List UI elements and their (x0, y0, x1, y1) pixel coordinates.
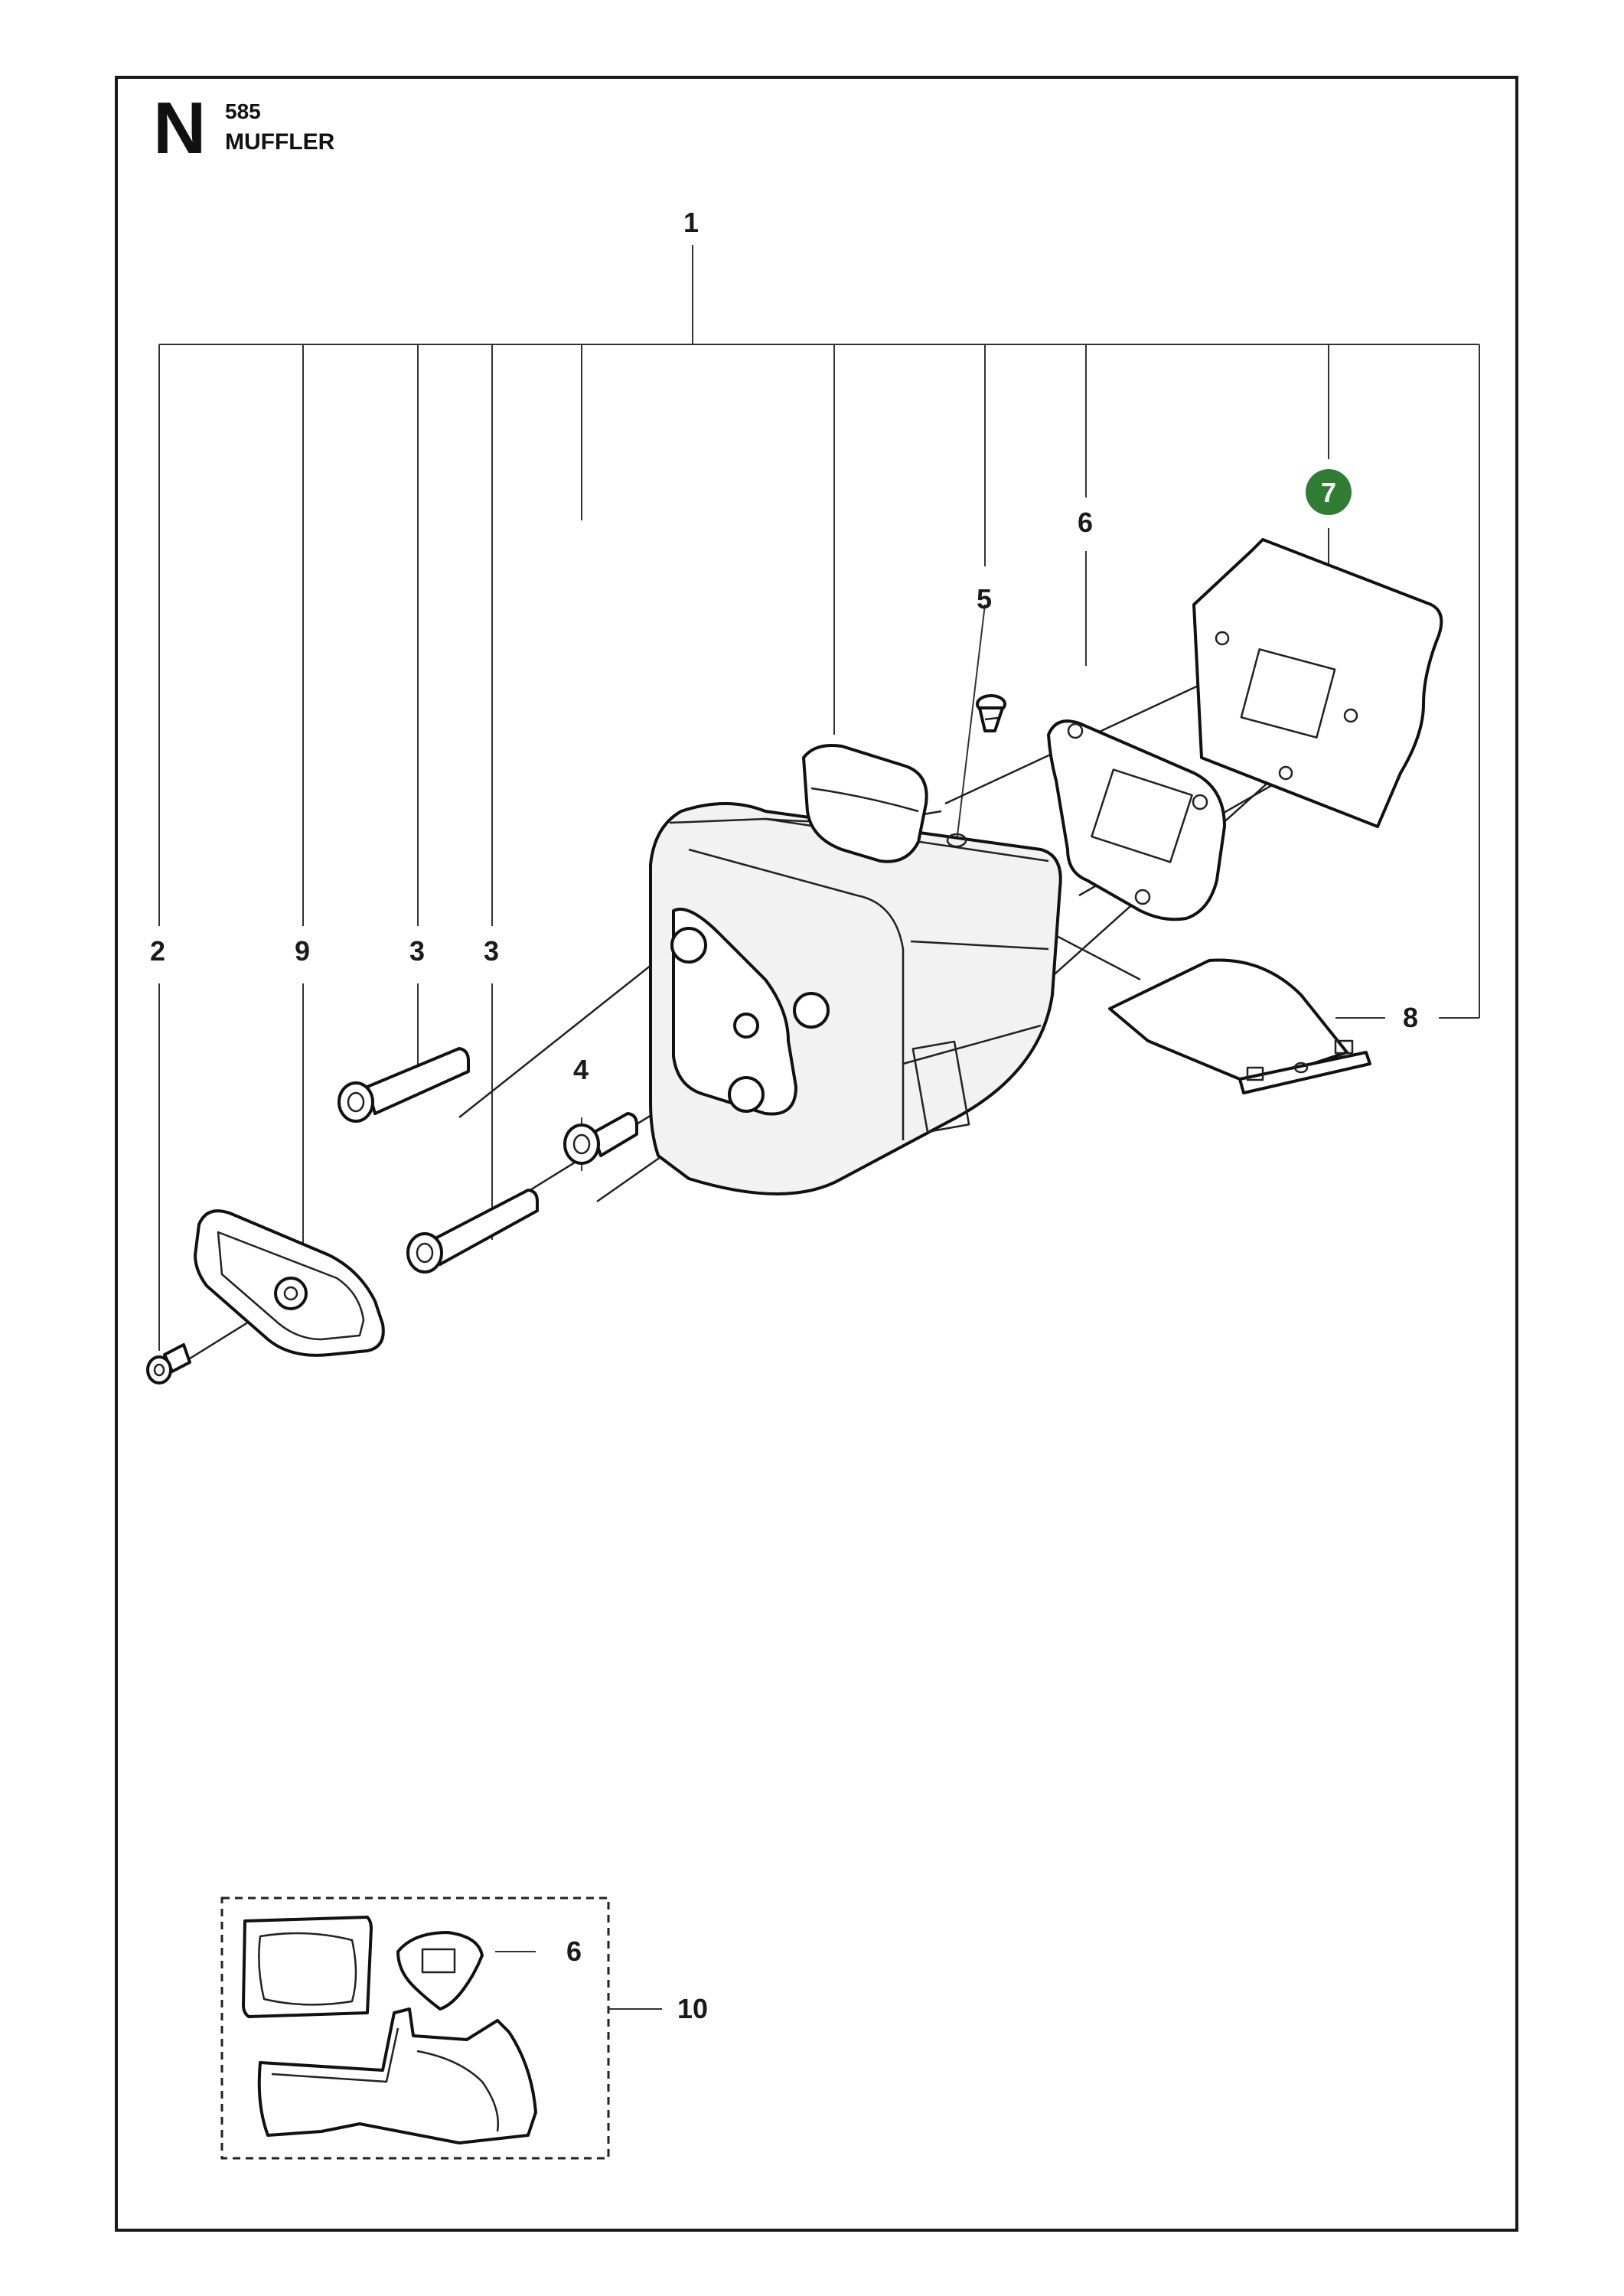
highlight-badge-circle (1306, 469, 1352, 515)
callout-1-leader-tree (158, 245, 1480, 1019)
part-6-gasket (1047, 719, 1226, 921)
part-10-gasket-kit (220, 1896, 662, 2160)
callout-4: 4 (573, 1054, 589, 1085)
callout-7: 7 (1321, 477, 1336, 508)
part-3-bolt-upper (338, 1047, 470, 1123)
part-3-bolt-lower (406, 1189, 539, 1274)
part-2-screw (146, 1343, 191, 1384)
section-title: MUFFLER (225, 129, 335, 155)
callout-6-kit: 6 (566, 1936, 582, 1967)
part-4-bolt (563, 1112, 638, 1165)
callout-7-highlight-badge: 7 (1306, 469, 1352, 515)
callout-6: 6 (1078, 507, 1093, 538)
part-9-cover-plate (194, 1209, 385, 1357)
kit-dashed-box (220, 1896, 610, 2160)
callout-labels: 1 2 9 3 3 4 5 6 8 6 10 (150, 207, 1418, 2024)
part-1-muffler-body (649, 744, 1062, 1195)
section-header: N 585 MUFFLER (153, 87, 335, 169)
callout-1: 1 (683, 207, 699, 238)
callout-3-upper: 3 (409, 935, 425, 967)
callout-3-lower: 3 (484, 935, 499, 967)
section-model-number: 585 (225, 99, 261, 123)
callout-9: 9 (295, 935, 310, 967)
part-8-deflector (1108, 958, 1371, 1094)
callout-10: 10 (677, 1993, 708, 2024)
section-letter: N (153, 87, 206, 169)
callout-8: 8 (1403, 1002, 1418, 1033)
page-frame (115, 76, 1518, 2232)
callout-5: 5 (977, 583, 992, 615)
callout-2: 2 (150, 935, 165, 967)
part-5-screw (976, 694, 1006, 732)
part-7-heat-shield (1192, 538, 1443, 828)
